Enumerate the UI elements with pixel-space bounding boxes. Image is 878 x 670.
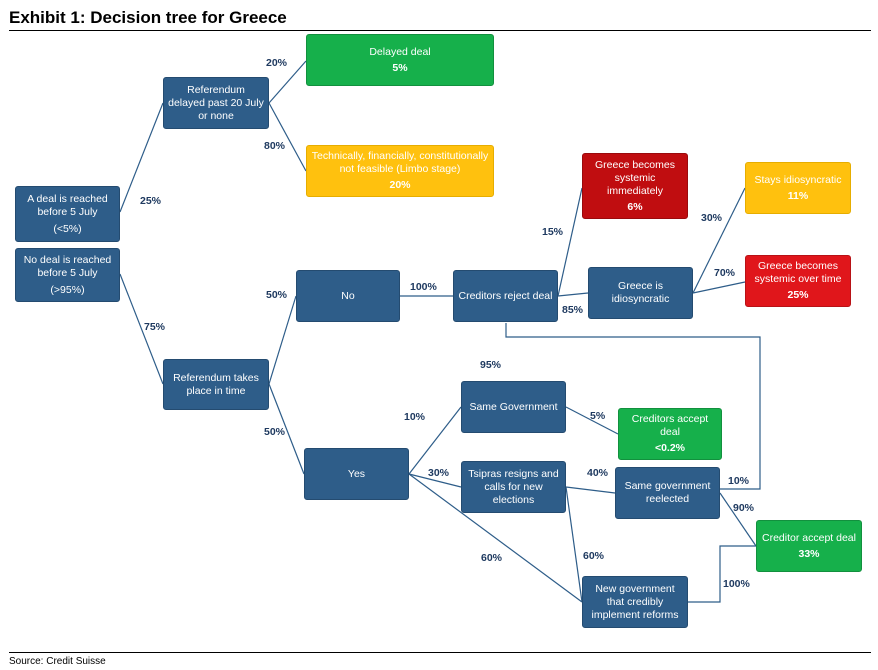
node-label: Creditors accept deal [631, 413, 709, 438]
edge-reelected-to-creditor-accept [719, 492, 757, 547]
edge-label-60-new: 60% [583, 550, 605, 562]
node-label: Referendum delayed past 20 July or none [168, 83, 264, 122]
node-delayed-deal: Delayed deal 5% [306, 34, 494, 86]
edge-label-30-idio: 30% [701, 212, 723, 224]
edge-label-60-yes: 60% [481, 552, 503, 564]
edge-label-30-tsipras: 30% [428, 467, 450, 479]
node-label: Stays idiosyncratic [754, 173, 842, 186]
node-limbo: Technically, financially, constitutional… [306, 145, 494, 197]
node-label: Technically, financially, constitutional… [311, 150, 489, 175]
edge-reject-to-systemic-immediately [557, 187, 583, 297]
edge-label-40: 40% [587, 467, 609, 479]
node-referendum-delayed: Referendum delayed past 20 July or none [163, 77, 269, 129]
edge-label-100-new: 100% [723, 578, 750, 590]
footer-rule [9, 652, 871, 653]
node-label: Referendum takes place in time [173, 371, 259, 397]
edge-ref-in-time-to-yes [268, 383, 305, 475]
node-same-government-reelected: Same government reelected [615, 467, 720, 519]
node-no: No [296, 270, 400, 322]
edge-root-to-ref-in-time [119, 273, 164, 385]
node-value: <0.2% [654, 442, 686, 454]
node-stays-idiosyncratic: Stays idiosyncratic 11% [745, 162, 851, 214]
edge-label-90: 90% [733, 502, 755, 514]
node-systemic-immediately: Greece becomes systemic immediately 6% [582, 153, 688, 219]
exhibit-title: Exhibit 1: Decision tree for Greece [9, 8, 287, 27]
node-greece-idiosyncratic: Greece is idiosyncratic [588, 267, 693, 319]
edge-idio-to-systemic-over-time [692, 281, 746, 294]
node-label: Greece becomes systemic over time [754, 260, 842, 285]
node-label: Yes [347, 467, 366, 480]
node-label: New government that credibly implement r… [591, 582, 679, 621]
node-no-deal-before-5-july: No deal is reached before 5 July (>95%) [15, 248, 120, 302]
node-value: 33% [798, 547, 820, 560]
edge-label-5: 5% [590, 410, 606, 422]
node-label: No [341, 289, 355, 302]
edge-tsipras-to-reelected [565, 486, 616, 494]
node-label: Same Government [469, 400, 558, 413]
edge-label-95: 95% [480, 359, 502, 371]
node-creditors-reject-deal: Creditors reject deal [453, 270, 558, 322]
edge-ref-delayed-to-delayed-deal [268, 60, 307, 104]
node-yes: Yes [304, 448, 409, 500]
edge-label-75: 75% [144, 321, 166, 333]
node-systemic-over-time: Greece becomes systemic over time 25% [745, 255, 851, 307]
edge-new-gov-to-creditor-accept [688, 545, 756, 603]
node-value: (>95%) [50, 283, 85, 296]
node-label: Delayed deal [369, 45, 431, 58]
edge-label-70: 70% [714, 267, 736, 279]
edge-ref-delayed-to-limbo [268, 102, 307, 172]
edge-label-10-same: 10% [404, 411, 426, 423]
edge-ref-in-time-to-no [268, 295, 297, 385]
edge-label-25: 25% [140, 195, 162, 207]
node-value: (<5%) [53, 222, 82, 235]
source-note: Source: Credit Suisse [9, 656, 106, 667]
edge-label-50-no: 50% [266, 289, 288, 301]
node-deal-before-5-july: A deal is reached before 5 July (<5%) [15, 186, 120, 242]
edge-label-50-yes: 50% [264, 426, 286, 438]
edge-label-100-reject: 100% [410, 281, 437, 293]
edge-yes-to-tsipras [408, 473, 462, 488]
node-label: A deal is reached before 5 July [27, 192, 108, 218]
edge-label-85: 85% [562, 304, 584, 316]
node-tsipras-resigns: Tsipras resigns and calls for new electi… [461, 461, 566, 513]
node-label: No deal is reached before 5 July [23, 253, 112, 279]
edge-tsipras-to-new-gov [565, 486, 583, 603]
edge-label-15: 15% [542, 226, 564, 238]
node-value: 11% [787, 189, 809, 202]
node-label: Greece is idiosyncratic [611, 280, 670, 305]
node-referendum-in-time: Referendum takes place in time [163, 359, 269, 410]
edge-reelected-back-to-reject [505, 323, 761, 490]
title-rule [9, 30, 871, 31]
edge-root-to-ref-delayed [119, 102, 164, 213]
node-value: 6% [627, 200, 643, 213]
node-creditor-accept-deal: Creditor accept deal 33% [756, 520, 862, 572]
node-new-government: New government that credibly implement r… [582, 576, 688, 628]
node-same-government: Same Government [461, 381, 566, 433]
edge-same-gov-to-creditors-accept [565, 406, 619, 435]
edge-yes-to-new-gov [408, 473, 583, 603]
node-label: Creditor accept deal [762, 531, 856, 544]
edge-label-20: 20% [266, 57, 288, 69]
edge-reject-to-idiosyncratic [557, 292, 589, 297]
node-label: Greece becomes systemic immediately [595, 158, 675, 197]
node-value: 25% [787, 289, 809, 301]
node-label: Same government reelected [624, 480, 711, 505]
node-label: Tsipras resigns and calls for new electi… [468, 467, 559, 506]
edge-idio-to-stays [692, 187, 746, 294]
edge-label-10-reelected: 10% [728, 475, 750, 487]
node-label: Creditors reject deal [458, 289, 553, 302]
edge-label-80: 80% [264, 140, 286, 152]
node-value: 20% [389, 179, 411, 191]
edge-yes-to-same-gov [408, 406, 462, 475]
node-value: 5% [392, 61, 408, 74]
node-creditors-accept-deal: Creditors accept deal <0.2% [618, 408, 722, 460]
